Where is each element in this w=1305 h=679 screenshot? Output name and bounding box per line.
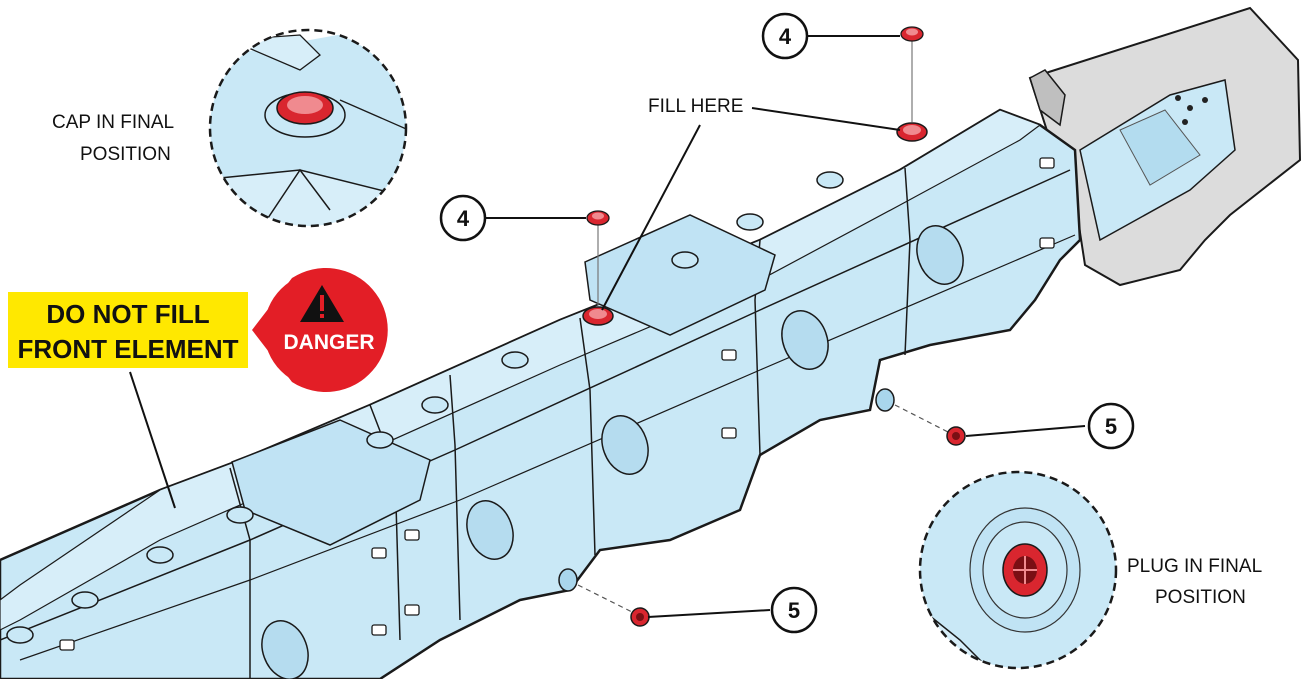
plug-final-label-line1: PLUG IN FINAL [1127,556,1262,577]
fill-cap-icon [586,26,924,305]
barrier-body [0,108,1082,679]
plug-detail-view [918,470,1118,670]
callout-cap-mid: 4 [439,194,487,242]
danger-badge: DANGER [252,268,388,392]
callout-plug-bottom: 5 [770,586,818,634]
cap-final-label-line1: CAP IN FINAL [52,112,174,133]
callout-cap-top-number: 4 [779,24,792,49]
warning-triangle-icon [300,285,344,322]
fill-cap-installed [582,122,928,326]
callout-cap-mid-number: 4 [457,206,470,231]
warning-line1: DO NOT FILL [46,299,209,329]
leader-lines [129,35,1086,618]
warning-box: DO NOT FILL FRONT ELEMENT [8,292,248,368]
callout-cap-top: 4 [761,12,809,60]
warning-line2: FRONT ELEMENT [18,334,239,364]
drain-plug-icon [577,404,966,627]
callout-plug-bottom-number: 5 [788,598,800,623]
callout-plug-right: 5 [1087,402,1135,450]
cap-detail-view [208,28,408,228]
fill-here-label: FILL HERE [648,96,743,117]
cap-final-label-line2: POSITION [80,144,171,165]
plug-final-label-line2: POSITION [1155,587,1246,608]
callout-plug-right-number: 5 [1105,414,1117,439]
danger-label: DANGER [283,331,374,354]
